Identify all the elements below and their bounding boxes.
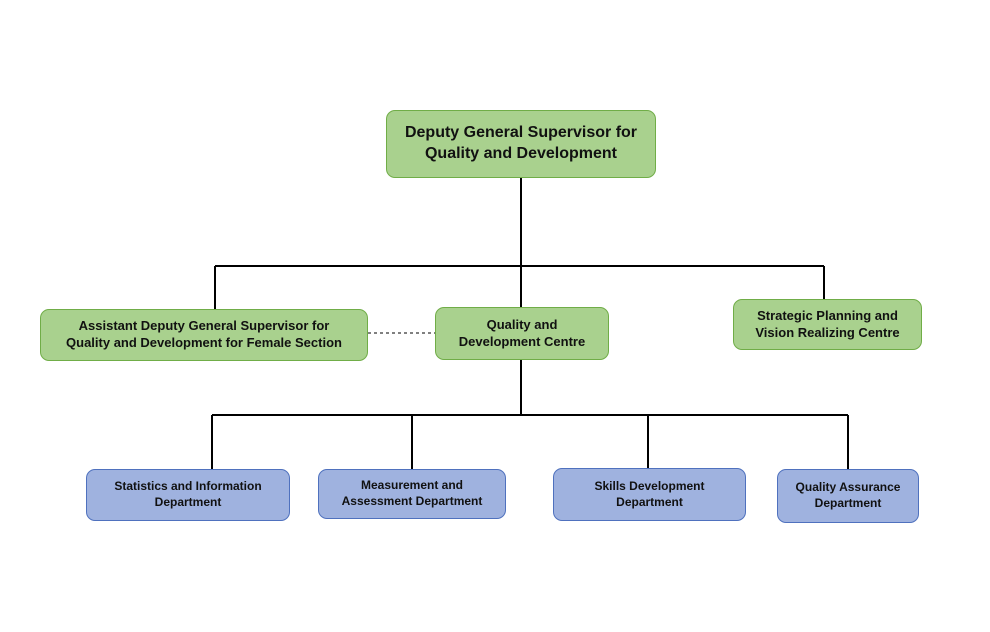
- node-label-line: Assessment Department: [341, 494, 483, 508]
- node-label-line: Skills Development: [594, 478, 705, 493]
- node-label-line: Deputy General Supervisor for: [404, 124, 638, 142]
- node-label-line: Department: [814, 496, 882, 510]
- node-deputy-general-supervisor: Deputy General Supervisor for Quality an…: [386, 110, 656, 178]
- node-quality-development-centre: Quality and Development Centre: [435, 307, 609, 360]
- node-label-line: Quality and Development for Female Secti…: [66, 335, 342, 350]
- node-skills-development-department: Skills Development Department: [553, 468, 746, 521]
- node-label-line: Department: [616, 494, 683, 509]
- node-statistics-information-department: Statistics and Information Department: [86, 469, 290, 521]
- node-assistant-deputy: Assistant Deputy General Supervisor for …: [40, 309, 368, 361]
- node-strategic-planning-centre: Strategic Planning and Vision Realizing …: [733, 299, 922, 350]
- node-label-line: Vision Realizing Centre: [755, 324, 900, 340]
- node-measurement-assessment-department: Measurement and Assessment Department: [318, 469, 506, 519]
- node-label-line: Quality and Development: [424, 145, 618, 162]
- node-label-line: Development Centre: [458, 333, 586, 349]
- node-label-line: Strategic Planning and: [757, 307, 898, 323]
- node-label-line: Department: [154, 495, 222, 509]
- node-label-line: Quality Assurance: [795, 480, 901, 495]
- node-label-line: Quality and: [486, 316, 558, 332]
- node-quality-assurance-department: Quality Assurance Department: [777, 469, 919, 523]
- node-label-line: Statistics and Information: [114, 479, 262, 494]
- node-label-line: Assistant Deputy General Supervisor for: [78, 318, 330, 334]
- node-label-line: Measurement and: [360, 478, 464, 493]
